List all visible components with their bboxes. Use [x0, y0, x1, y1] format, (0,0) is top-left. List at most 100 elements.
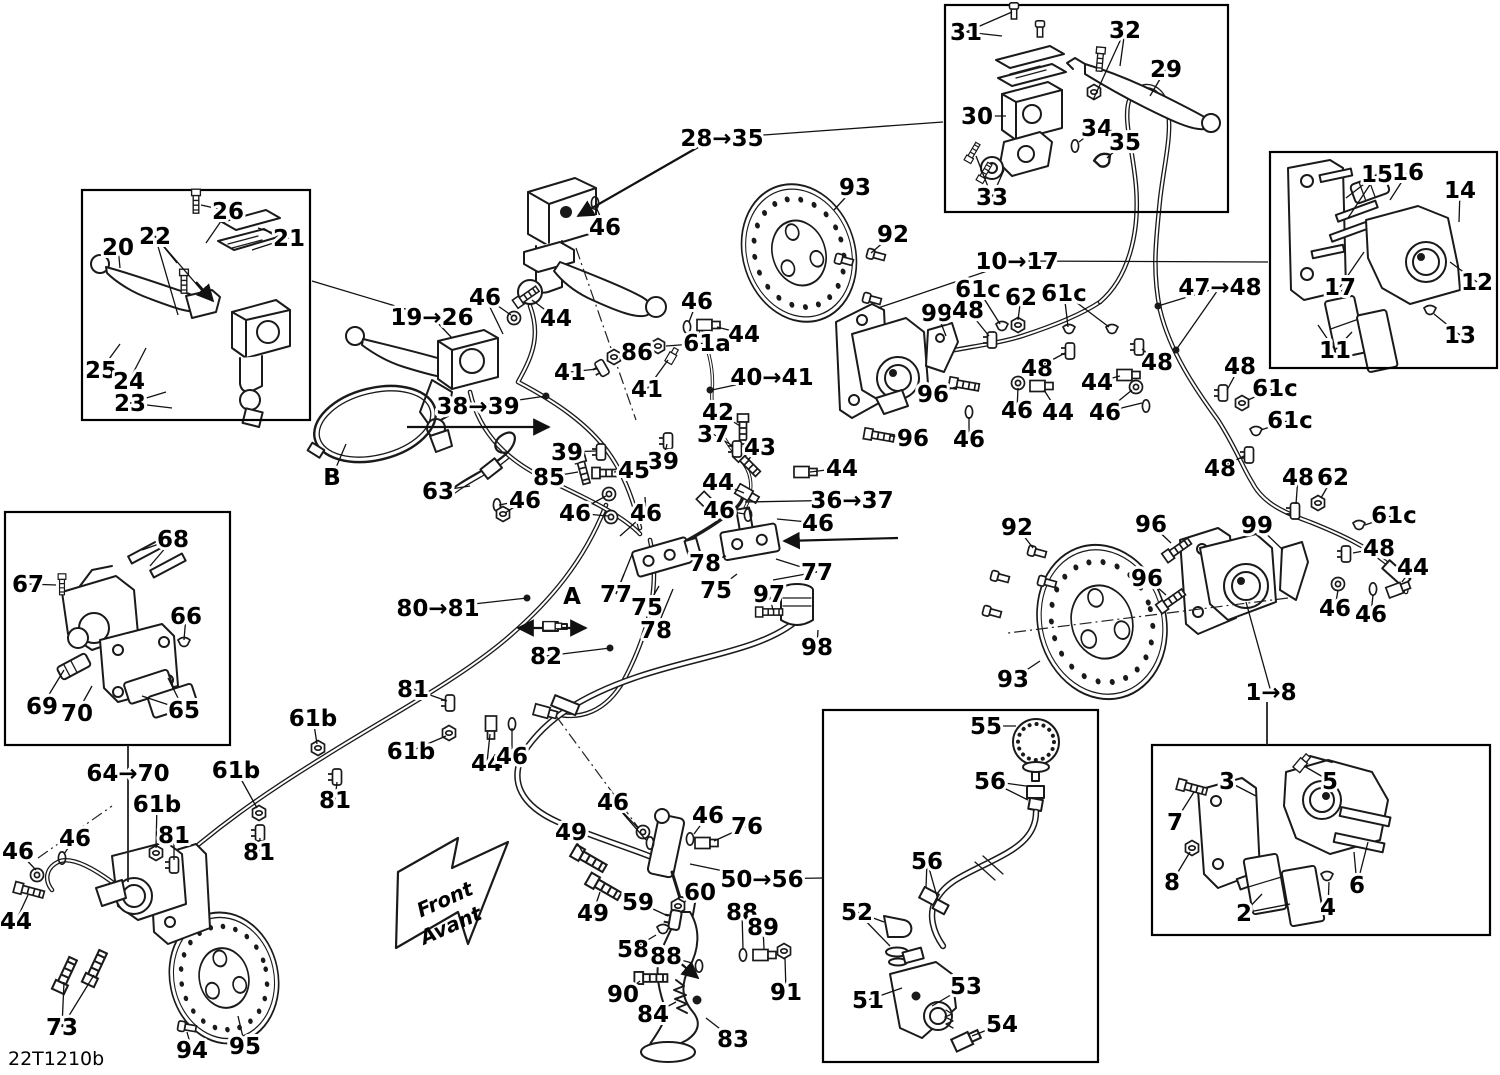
leader-line [141, 538, 174, 551]
callout-68: 68 [157, 527, 189, 553]
inset-box [3, 510, 232, 747]
callout-53: 53 [950, 974, 982, 1000]
callout-62: 62 [1005, 285, 1037, 311]
callout-99: 99 [1241, 513, 1273, 539]
clamp-icon [250, 824, 266, 842]
leader-line [141, 695, 185, 711]
leader-line [1016, 260, 1269, 263]
leader-line [1078, 127, 1098, 143]
inset-left-lever-part [221, 209, 281, 231]
callout-34: 34 [1081, 116, 1113, 142]
cable-tie-B [306, 384, 437, 464]
nut-icon [606, 348, 622, 366]
rear-brake-disc-part [1080, 629, 1098, 649]
caliper-rear-right-part [1192, 606, 1204, 618]
oring-icon [964, 404, 974, 420]
leader-line [1243, 893, 1263, 914]
caliper-center-right-part [848, 394, 860, 406]
callout-54: 54 [986, 1012, 1018, 1038]
leader-line [334, 781, 338, 801]
caliper-center-right-part [889, 369, 897, 377]
leader-line [1012, 660, 1041, 680]
leader-line [1247, 387, 1276, 401]
front-direction-arrow: Front Avant [394, 836, 510, 950]
leader-line [1256, 524, 1284, 551]
callout-96: 96 [917, 382, 949, 408]
screw-icon [989, 569, 1011, 586]
inset-box [1268, 150, 1499, 370]
phantom-line [37, 805, 113, 859]
screw-icon [1034, 20, 1046, 38]
leader-line [1157, 286, 1221, 307]
caliper-front-left-part [95, 879, 127, 907]
clamp-icon [1060, 342, 1076, 360]
leader-line [1389, 171, 1409, 201]
front-master-cylinder [517, 177, 667, 318]
callout-38→39: 38→39 [436, 394, 519, 420]
leader-line [1149, 68, 1167, 97]
inset-rear-reservoir-part [1022, 761, 1050, 773]
callout-75: 75 [631, 595, 663, 621]
inset-left-lever-part [90, 254, 110, 274]
leader-line [705, 1017, 734, 1040]
leader-line [632, 934, 657, 950]
leader-line [1353, 851, 1358, 886]
inset-rear-master-cylinder-part [1017, 145, 1035, 163]
front-master-cylinder-part [645, 296, 667, 318]
hose-end-fittings-part [550, 694, 581, 717]
leader-line [926, 860, 939, 901]
brake-hoses-part [517, 305, 641, 529]
inset-rear-caliper-part-part [1247, 876, 1282, 888]
fitting-icon [484, 715, 498, 740]
bolt-icon [754, 606, 784, 618]
inset-caliper-right-part-part [1318, 167, 1354, 184]
callout-88: 88 [726, 900, 758, 926]
screw-icon [1026, 544, 1048, 561]
leader-line [149, 538, 174, 567]
inset-rear-reservoir-part [911, 991, 921, 1001]
cable-63 [444, 431, 516, 499]
inset-rear-master-cylinder-part [1009, 65, 1047, 79]
junction-blocks-part [631, 536, 702, 578]
leader-line [689, 863, 763, 880]
leader-line [1219, 455, 1245, 469]
inset-left-lever-part [227, 235, 263, 249]
leader-line [768, 593, 774, 611]
bolt-icon [584, 871, 624, 904]
leader-line [833, 186, 856, 211]
inset-front-caliper-part [158, 636, 170, 648]
leader-line [570, 831, 584, 854]
leader-line [205, 210, 229, 244]
rear-brake-disc [1036, 543, 1168, 701]
leader-line [775, 558, 818, 573]
callout-58: 58 [617, 937, 649, 963]
leader-line [989, 780, 1029, 801]
clamp-icon [1213, 384, 1229, 402]
callout-40→41: 40→41 [730, 365, 813, 391]
callout-29: 29 [1150, 57, 1182, 83]
leader-line [311, 280, 433, 318]
callout-51: 51 [852, 988, 884, 1014]
leader-line [721, 121, 944, 139]
inset-caliper-right-part-part [1349, 173, 1391, 205]
callout-93: 93 [997, 667, 1029, 693]
nut-icon [776, 942, 792, 960]
callout-86: 86 [621, 340, 653, 366]
inset-box [943, 3, 1230, 214]
direction-arrow [576, 145, 701, 217]
leader-line [619, 512, 647, 537]
inset-caliper-right-part [1334, 199, 1379, 223]
callout-61b: 61b [387, 739, 435, 765]
inset-caliper-right-part-part [1356, 309, 1399, 373]
leader-line [167, 677, 185, 711]
leader-line [762, 926, 765, 950]
fitting-icon [1029, 379, 1054, 393]
callout-46: 46 [681, 289, 713, 315]
leader-line [437, 485, 471, 492]
leader-line [717, 481, 745, 494]
inset-left-lever-part-part [241, 407, 264, 428]
nut-icon [310, 739, 326, 757]
clamp-icon [440, 694, 456, 712]
return-spring [673, 979, 688, 1014]
nut-icon [1310, 494, 1326, 512]
